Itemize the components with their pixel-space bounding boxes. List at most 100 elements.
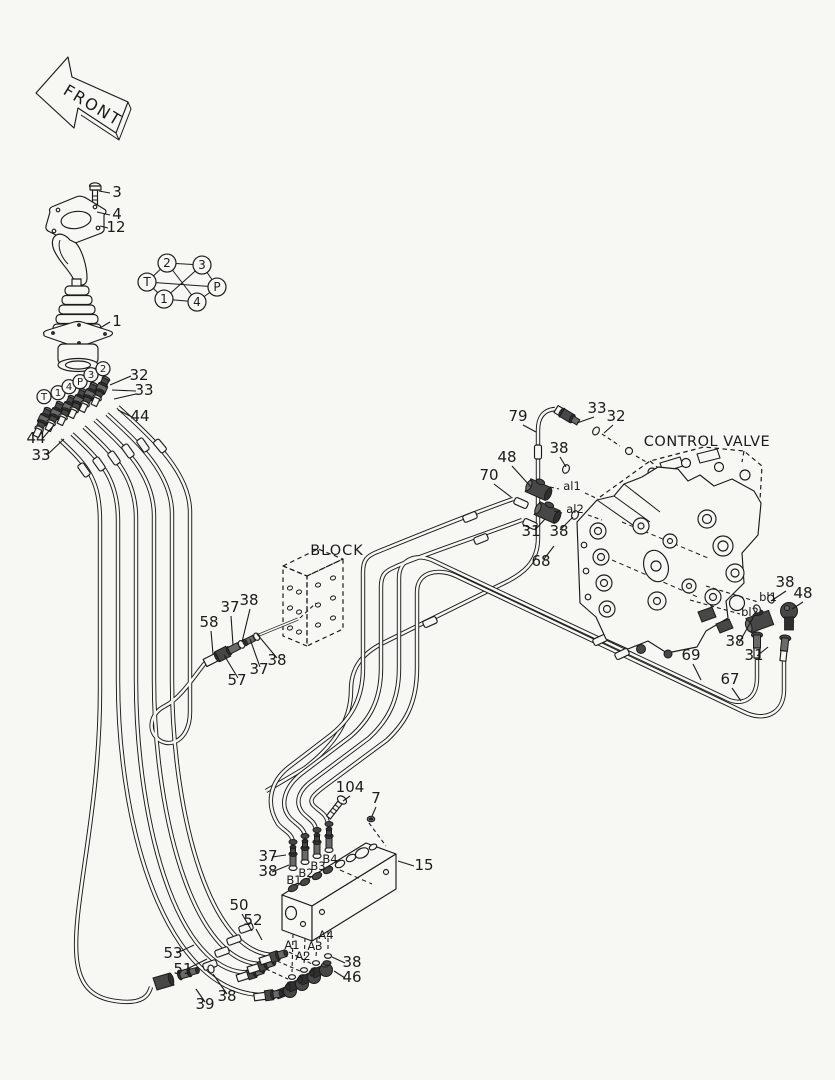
callout-leader-line xyxy=(111,389,137,392)
callout-15: 15 xyxy=(414,856,433,874)
callout-leader-line xyxy=(342,795,351,802)
assembly-dash-line xyxy=(549,486,560,490)
port-tag-circle xyxy=(207,277,227,297)
callout-2: 2 xyxy=(163,256,171,270)
callout-38: 38 xyxy=(549,439,568,457)
assembly-dash-line xyxy=(288,951,313,965)
callout-46: 46 xyxy=(342,968,361,986)
callout-leader-line xyxy=(42,424,55,439)
callout-leader-line xyxy=(559,456,567,468)
callout-leader-line xyxy=(98,190,111,194)
callout-leader-line xyxy=(559,516,574,531)
assembly-dash-line xyxy=(368,822,387,847)
callout-leader-line xyxy=(522,424,537,433)
callout-a1: A1 xyxy=(284,938,299,952)
callout-48: 48 xyxy=(793,584,812,602)
callout-leader-line xyxy=(186,958,208,970)
callout-leader-line xyxy=(210,630,214,655)
callout-38: 38 xyxy=(217,987,236,1005)
callout-3: 3 xyxy=(112,183,122,201)
callout-bl1: bl1 xyxy=(759,590,777,604)
callout-38: 38 xyxy=(239,591,258,609)
callout-leader-line xyxy=(271,864,290,873)
callout-leader-line xyxy=(249,638,261,668)
callout-leader-line xyxy=(117,409,133,418)
callout-leader-line xyxy=(271,854,287,858)
callout-4: 4 xyxy=(112,205,122,223)
callout-leader-line xyxy=(176,944,195,954)
callout-leader-line xyxy=(397,860,415,867)
callout-leader-line xyxy=(99,225,109,229)
callout-leader-line xyxy=(371,806,377,817)
assembly-dash-line xyxy=(299,602,317,619)
callout-leader-line xyxy=(731,687,742,702)
callout-leader-line xyxy=(493,483,512,498)
leader-lines xyxy=(42,190,804,1003)
callout-67: 67 xyxy=(720,670,739,688)
callout-leader-line xyxy=(223,654,239,679)
callout-79: 79 xyxy=(508,407,527,425)
callout-leader-line xyxy=(256,633,278,659)
callout-37: 37 xyxy=(220,598,239,616)
callout-leader-line xyxy=(543,545,555,560)
callout-33: 33 xyxy=(134,381,153,399)
callout-leader-line xyxy=(241,608,251,643)
manifold-block-15 xyxy=(273,795,397,1000)
port-tag-circle xyxy=(187,292,207,312)
callout-38: 38 xyxy=(258,862,277,880)
callout-b3: B3 xyxy=(310,859,325,873)
callout-50: 50 xyxy=(229,896,248,914)
callout-44: 44 xyxy=(130,407,149,425)
callout-a3: A3 xyxy=(307,939,322,953)
port-tag-circle xyxy=(192,255,212,275)
assembly-dash-line xyxy=(291,933,294,973)
port-tag-circle xyxy=(137,272,157,292)
callout-57: 57 xyxy=(227,671,246,689)
callout-12: 12 xyxy=(106,218,125,236)
callout-leader-line xyxy=(534,518,546,531)
callout-leader-line xyxy=(109,375,132,386)
bolt-104 xyxy=(325,795,348,820)
callout-1: 1 xyxy=(112,312,122,330)
callout-53: 53 xyxy=(163,944,182,962)
callout-leader-line xyxy=(230,615,234,646)
joystick-1 xyxy=(42,233,114,373)
callout-1: 1 xyxy=(55,388,61,399)
callout-32: 32 xyxy=(606,407,625,425)
callout-leader-line xyxy=(791,601,804,610)
callout-52: 52 xyxy=(243,911,262,929)
callout-block: BLOCK xyxy=(310,543,364,559)
callout-t: T xyxy=(142,275,151,289)
callout-leader-line xyxy=(212,973,228,995)
assembly-dash-line xyxy=(265,968,289,980)
port-tag-circle xyxy=(95,361,111,377)
callout-68: 68 xyxy=(531,552,550,570)
callout-37: 37 xyxy=(249,660,268,678)
callout-b4: B4 xyxy=(322,852,337,866)
callout-4: 4 xyxy=(66,382,72,393)
callout-leader-line xyxy=(255,928,263,941)
callout-a4: A4 xyxy=(318,928,333,942)
control-valve xyxy=(576,446,763,659)
callout-32: 32 xyxy=(129,366,148,384)
callout-leader-line xyxy=(333,970,346,979)
port-tag-circle xyxy=(83,367,99,383)
bl-elbow-cluster xyxy=(744,594,798,662)
callout-leader-line xyxy=(692,663,702,681)
callout-b1: B1 xyxy=(286,873,301,887)
callout-t: T xyxy=(40,392,48,403)
callout-leader-line xyxy=(738,615,755,644)
bolt-3 xyxy=(88,182,102,207)
callout-104: 104 xyxy=(336,778,365,796)
callout-70: 70 xyxy=(479,466,498,484)
callout-leader-line xyxy=(46,438,65,456)
callout-51: 51 xyxy=(173,960,192,978)
callout-33: 33 xyxy=(587,399,606,417)
callout-1: 1 xyxy=(160,292,168,306)
callout-33: 33 xyxy=(31,446,50,464)
port-tag-circle xyxy=(157,253,177,273)
assembly-dash-line xyxy=(689,599,741,615)
port-tag-circle xyxy=(154,289,174,309)
callout-3: 3 xyxy=(198,258,206,272)
callout-leader-line xyxy=(331,956,346,964)
